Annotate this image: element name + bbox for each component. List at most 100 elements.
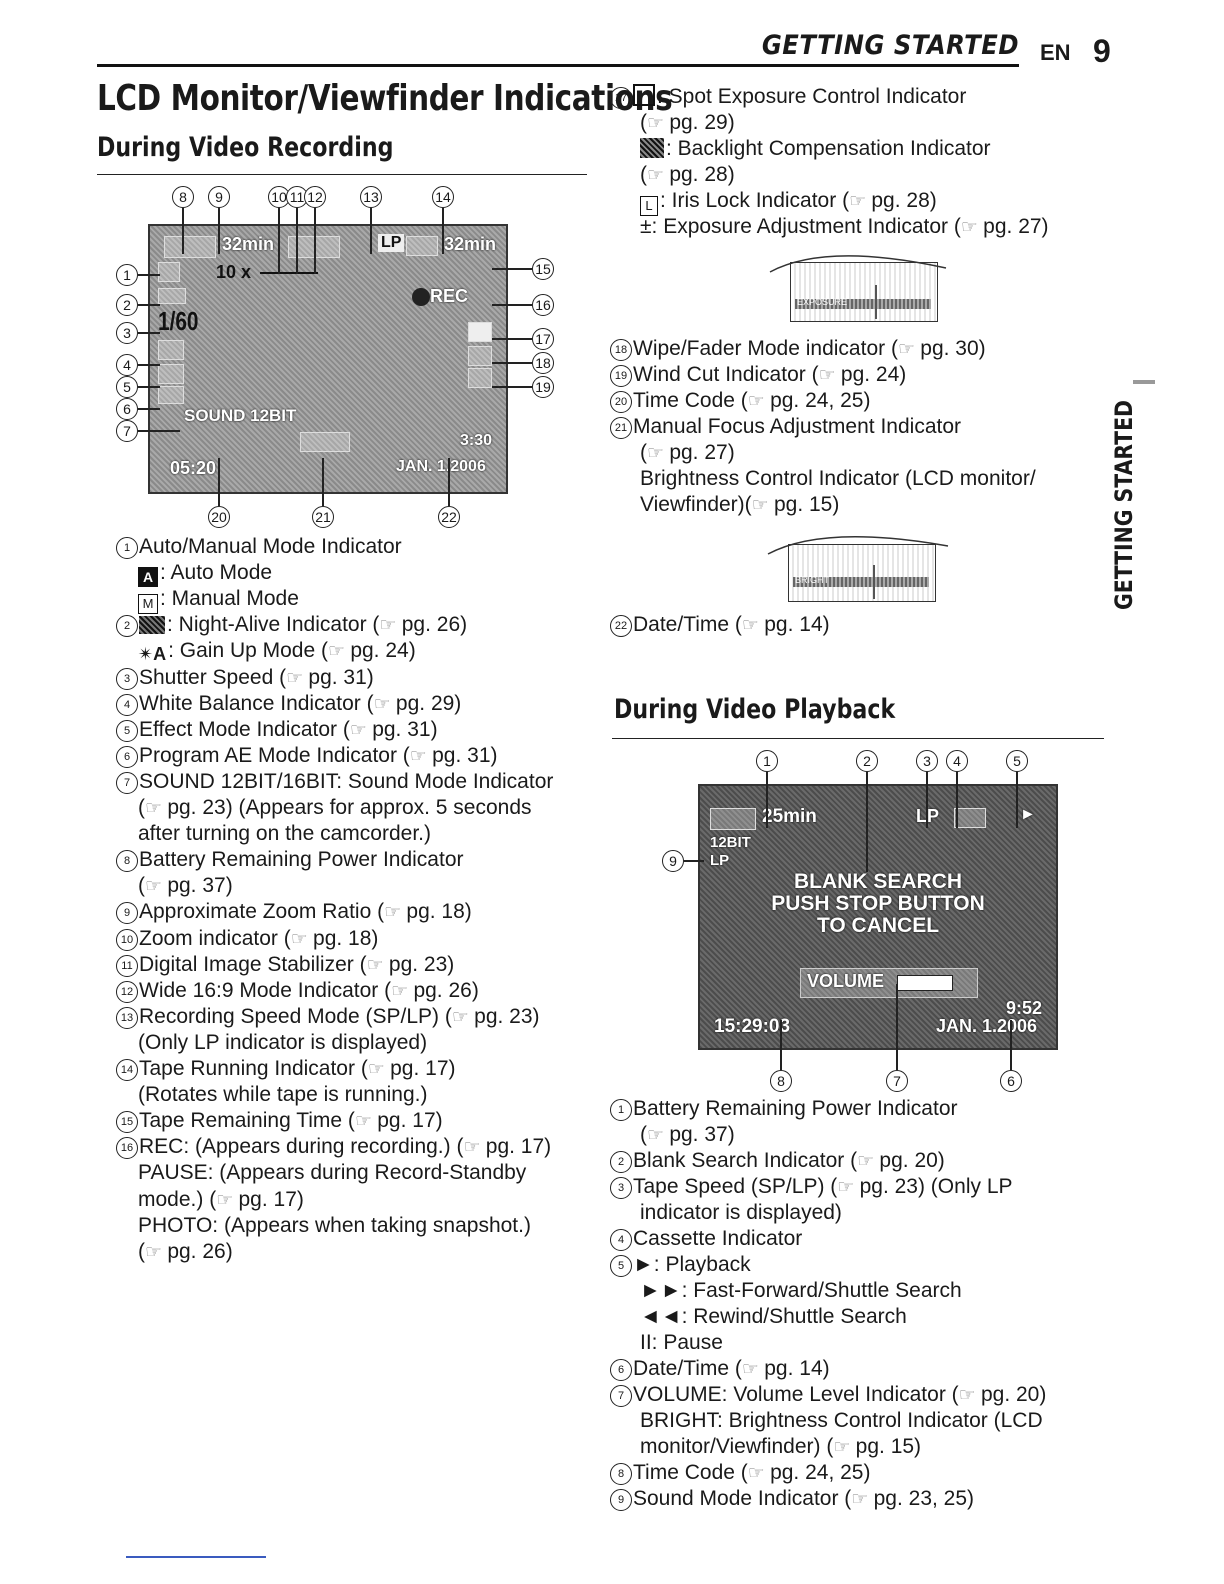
list-item: (☞ pg. 27) — [640, 440, 735, 467]
item-text: ( — [138, 874, 145, 898]
list-item: ◄◄: Rewind/Shuttle Search — [640, 1304, 907, 1330]
reference-icon: ☞ — [741, 615, 765, 636]
list-item: BRIGHT: Brightness Control Indicator (LC… — [640, 1408, 1043, 1434]
item-number: 17 — [610, 87, 632, 109]
page-reference: ☞ pg. 17) — [354, 1109, 443, 1133]
item-number: 7 — [116, 771, 138, 794]
pb-volume-bar — [897, 975, 953, 991]
callout-leader — [442, 208, 444, 254]
page-title: LCD Monitor/Viewfinder Indications — [97, 78, 673, 119]
page-reference: ☞ pg. 31) — [349, 717, 438, 741]
callout-number: 4 — [116, 354, 138, 376]
list-item: (☞ pg. 37) — [640, 1122, 735, 1149]
reference-icon: ☞ — [647, 443, 670, 464]
callout-number: 6 — [116, 398, 138, 420]
callout-leader — [138, 408, 160, 410]
page-reference: ☞ pg. 29) — [647, 111, 735, 134]
item-text: Tape Remaining Time ( — [139, 1109, 355, 1133]
item-text: Recording Speed Mode (SP/LP) ( — [139, 1004, 452, 1028]
reference-icon: ☞ — [647, 1125, 670, 1146]
pb-volume-box: VOLUME — [800, 968, 978, 998]
list-item: ±: Exposure Adjustment Indicator (☞ pg. … — [640, 214, 1049, 241]
callout-number: 20 — [208, 506, 230, 528]
callout-number: 5 — [116, 376, 138, 398]
recording-section-title: During Video Recording — [97, 132, 394, 163]
list-item: L: Iris Lock Indicator (☞ pg. 28) — [640, 188, 937, 216]
item-number: 8 — [116, 850, 138, 873]
item-text: Time Code ( — [633, 1461, 748, 1484]
recording-screen-diagram: 32min LP 32min 10 x 1/60 REC SOUND 12BIT… — [108, 180, 568, 530]
page-reference: ☞ pg. 23) (Appears for approx. 5 seconds — [145, 796, 532, 819]
item-text: indicator is displayed) — [640, 1201, 842, 1224]
playback-section-title: During Video Playback — [614, 694, 896, 725]
cassette-icon — [406, 236, 438, 256]
item-number: 1 — [610, 1099, 632, 1121]
item-text: Program AE Mode Indicator ( — [139, 743, 410, 767]
page-reference: ☞ pg. 15) — [833, 1435, 922, 1458]
page-reference: ☞ pg. 31) — [409, 743, 498, 767]
item-number: 7 — [610, 1385, 632, 1407]
item-text: Tape Speed (SP/LP) ( — [633, 1175, 838, 1198]
page-reference: ☞ pg. 31) — [286, 665, 374, 689]
page-reference: ☞ pg. 26) — [391, 978, 479, 1002]
page-reference: ☞ pg. 28) — [849, 189, 937, 212]
callout-number: 6 — [1000, 1070, 1022, 1092]
reference-icon: ☞ — [818, 365, 841, 386]
item-text: Date/Time ( — [633, 613, 742, 636]
item-number: 4 — [610, 1229, 632, 1251]
item-text: Tape Running Indicator ( — [139, 1057, 368, 1080]
callout-number: 3 — [916, 750, 938, 772]
side-tab-marker — [1133, 380, 1155, 384]
reference-icon: ☞ — [960, 217, 984, 238]
page-reference: ☞ pg. 23) — [451, 1004, 540, 1028]
callout-number: 19 — [532, 376, 554, 398]
osd-sound-mode: SOUND 12BIT — [184, 406, 297, 425]
auto-mode-icon: A — [138, 567, 158, 588]
callout-number: 1 — [116, 264, 138, 286]
item-text: ►►: Fast-Forward/Shuttle Search — [640, 1279, 962, 1302]
reference-icon: ☞ — [286, 667, 309, 689]
page-reference: ☞ pg. 24) — [818, 363, 907, 386]
reference-icon: ☞ — [857, 1151, 880, 1172]
spot-exposure-icon — [633, 84, 655, 106]
item-text: Cassette Indicator — [633, 1227, 803, 1250]
recording-section-rule — [97, 174, 587, 175]
reference-icon: ☞ — [747, 1463, 771, 1484]
callout-number: 13 — [360, 186, 382, 208]
pb-osd-time: 9:52 — [1006, 998, 1043, 1018]
pb-osd-remaining: 25min — [762, 806, 817, 827]
item-text: Wipe/Fader Mode indicator ( — [633, 337, 898, 360]
item-number: 6 — [610, 1359, 632, 1381]
header-rule — [97, 64, 1019, 67]
language-code: EN — [1040, 40, 1071, 65]
osd-lp: LP — [378, 234, 405, 252]
item-text: Wide 16:9 Mode Indicator ( — [139, 978, 392, 1002]
callout-number: 8 — [172, 186, 194, 208]
item-number: 2 — [116, 615, 138, 638]
bright-bar — [793, 577, 929, 587]
item-text: monitor/Viewfinder) ( — [640, 1435, 834, 1458]
page-reference: ☞ pg. 28) — [647, 163, 735, 186]
item-number: 9 — [610, 1489, 632, 1511]
item-number: 14 — [116, 1059, 138, 1081]
callout-leader — [138, 386, 160, 388]
callout-leader — [896, 984, 898, 1070]
osd-rec: REC — [430, 286, 469, 306]
wind-cut-icon — [468, 368, 492, 388]
reference-icon: ☞ — [391, 980, 414, 1002]
pb-osd-date: JAN. 1.2006 — [936, 1016, 1038, 1036]
page-reference: ☞ pg. 18) — [384, 900, 472, 924]
reference-icon: ☞ — [373, 693, 396, 715]
callout-leader — [1016, 772, 1018, 828]
page-reference: ☞ pg. 30) — [897, 337, 986, 360]
exposure-bar-label: EXPOSURE — [797, 297, 848, 307]
osd-remaining-time: 32min — [222, 234, 275, 254]
pb-blank-search-1: BLANK SEARCH — [794, 870, 962, 893]
page-reference: ☞ pg. 37) — [145, 874, 233, 898]
